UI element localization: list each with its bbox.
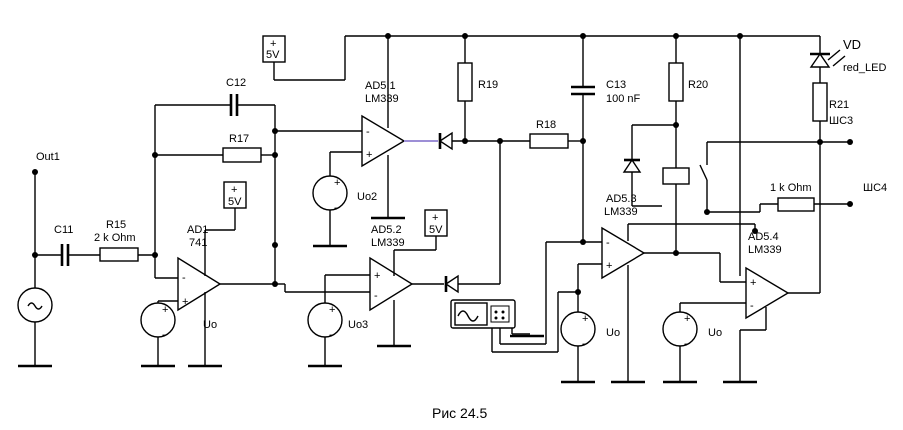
c13-value: 100 nF (606, 93, 641, 105)
uo3-minus: - (329, 329, 333, 341)
r18-label: R18 (536, 119, 556, 131)
c11-label: C11 (54, 224, 73, 236)
c12-label: C12 (226, 77, 246, 89)
vd-label: VD (843, 37, 861, 52)
ad5-3-type: LM339 (604, 206, 638, 218)
uo2-minus: - (334, 202, 338, 214)
supply-5v-ad1 (204, 181, 247, 262)
led-vd (809, 36, 846, 83)
relay-contact (699, 139, 823, 215)
comparator-ad5-1 (275, 36, 406, 220)
capacitor-c11 (35, 244, 100, 266)
source-uo-ad5-4 (662, 311, 698, 384)
diode-after-ad5-2 (412, 141, 501, 294)
source-uo3 (307, 302, 343, 368)
capacitor-c13 (571, 36, 595, 245)
ad5-1-minus: - (366, 126, 370, 138)
uo1-minus: - (162, 329, 166, 341)
out1-label: Out1 (36, 151, 60, 163)
relay-coil (662, 167, 690, 256)
resistor-r20 (668, 36, 684, 168)
supply-5v-a-plus: + (231, 184, 237, 196)
uo2-src-label: Uo (606, 327, 620, 339)
r15-label: R15 (106, 219, 126, 231)
source-uo2 (312, 175, 348, 248)
resistor-1k (777, 197, 853, 212)
supply-5v-top-label: 5V (266, 49, 280, 61)
supply-5v-top (262, 33, 820, 81)
r21-value: ШС3 (829, 115, 853, 127)
ad1-type: 741 (189, 237, 207, 249)
supply-5v-c: 5V (429, 224, 443, 236)
input-source (17, 169, 53, 368)
r15-value: 2 k Ohm (94, 232, 136, 244)
feedback-network (152, 94, 278, 287)
resistor-r15 (99, 247, 155, 262)
comparator-ad5-2 (275, 256, 414, 348)
r21-label: R21 (829, 99, 849, 111)
vd-type: red_LED (843, 62, 886, 74)
ad1-label: AD1 (187, 224, 208, 236)
figure-caption: Рис 24.5 (432, 405, 488, 421)
uo3-plus: + (329, 304, 335, 316)
ad5-4-type: LM339 (748, 244, 782, 256)
supply-5v-a: 5V (228, 196, 242, 208)
r17-label: R17 (229, 133, 249, 145)
ad5-1-plus: + (366, 149, 372, 161)
uo1-plus: + (162, 304, 168, 316)
uo2-src-minus: - (582, 338, 586, 350)
comparator-ad5-4 (679, 36, 821, 384)
r20-label: R20 (688, 79, 708, 91)
uo2-src-plus: + (582, 313, 588, 325)
ad1-minus: - (182, 272, 186, 284)
comparator-ad5-3 (545, 223, 755, 384)
uo3-src-minus: - (684, 338, 688, 350)
uo3-src-label: Uo (708, 327, 722, 339)
r-1k-label: 1 k Ohm (770, 182, 812, 194)
ad5-2-label: AD5.2 (371, 224, 402, 236)
resistor-r21 (812, 82, 853, 145)
r19-label: R19 (478, 79, 498, 91)
uo3-label: Uo3 (348, 319, 368, 331)
resistor-r19 (457, 36, 473, 141)
ad5-1-type: LM339 (365, 93, 399, 105)
ad1-plus: + (182, 296, 188, 308)
zener-diode (622, 124, 676, 207)
supply-5v-top-plus: + (270, 38, 276, 50)
ad5-3-plus: + (606, 260, 612, 272)
opamp-ad1 (155, 256, 275, 368)
uo2-plus: + (334, 177, 340, 189)
ad5-4-label: AD5.4 (748, 231, 779, 243)
ad5-2-type: LM339 (371, 237, 405, 249)
ad5-4-minus: - (750, 300, 754, 312)
uo1-label: Uo (203, 319, 217, 331)
source-uo-ad5-3 (560, 311, 596, 384)
source-uo-ad1 (140, 301, 176, 368)
diode-after-ad5-1 (404, 131, 530, 151)
resistor-r18 (529, 133, 583, 149)
ad5-2-minus: - (374, 290, 378, 302)
uo3-src-plus: + (684, 313, 690, 325)
supply-5v-ad5-2 (393, 209, 448, 262)
c13-label: C13 (606, 79, 626, 91)
ad5-3-label: AD5.3 (606, 193, 637, 205)
uo2-label: Uo2 (357, 191, 377, 203)
ad5-1-label: AD5.1 (365, 80, 396, 92)
supply-5v-c-plus: + (432, 212, 438, 224)
shs4-label: ШС4 (863, 182, 887, 194)
oscilloscope-icon (450, 299, 558, 353)
ad5-3-minus: - (606, 237, 610, 249)
ad5-4-plus: + (750, 277, 756, 289)
ad5-2-plus: + (374, 270, 380, 282)
